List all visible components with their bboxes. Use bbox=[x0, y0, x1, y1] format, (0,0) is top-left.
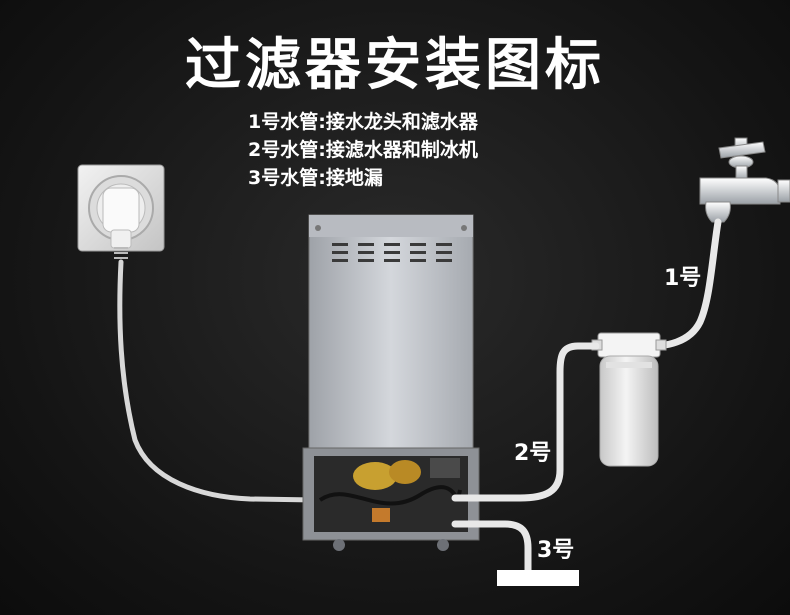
page-title: 过滤器安装图标 bbox=[185, 33, 605, 98]
instruction-pipe-1: 1号水管:接水龙头和滤水器 bbox=[248, 111, 478, 133]
label-pipe-2: 2号 bbox=[514, 441, 552, 466]
power-cord bbox=[117, 259, 318, 503]
floor-drain-icon bbox=[497, 570, 579, 586]
instruction-pipe-3: 3号水管:接地漏 bbox=[248, 167, 383, 189]
hose-pipe-2 bbox=[451, 342, 600, 502]
water-tap-icon bbox=[699, 137, 790, 223]
label-pipe-3: 3号 bbox=[537, 538, 575, 563]
instruction-list: 1号水管:接水龙头和滤水器 2号水管:接滤水器和制冰机 3号水管:接地漏 bbox=[248, 108, 478, 192]
water-filter-icon bbox=[591, 332, 667, 467]
ice-machine-icon bbox=[302, 214, 480, 551]
label-pipe-1: 1号 bbox=[664, 266, 702, 291]
power-socket-icon bbox=[77, 164, 165, 259]
hose-pipe-3 bbox=[451, 520, 532, 576]
instruction-pipe-2: 2号水管:接滤水器和制冰机 bbox=[248, 139, 478, 161]
